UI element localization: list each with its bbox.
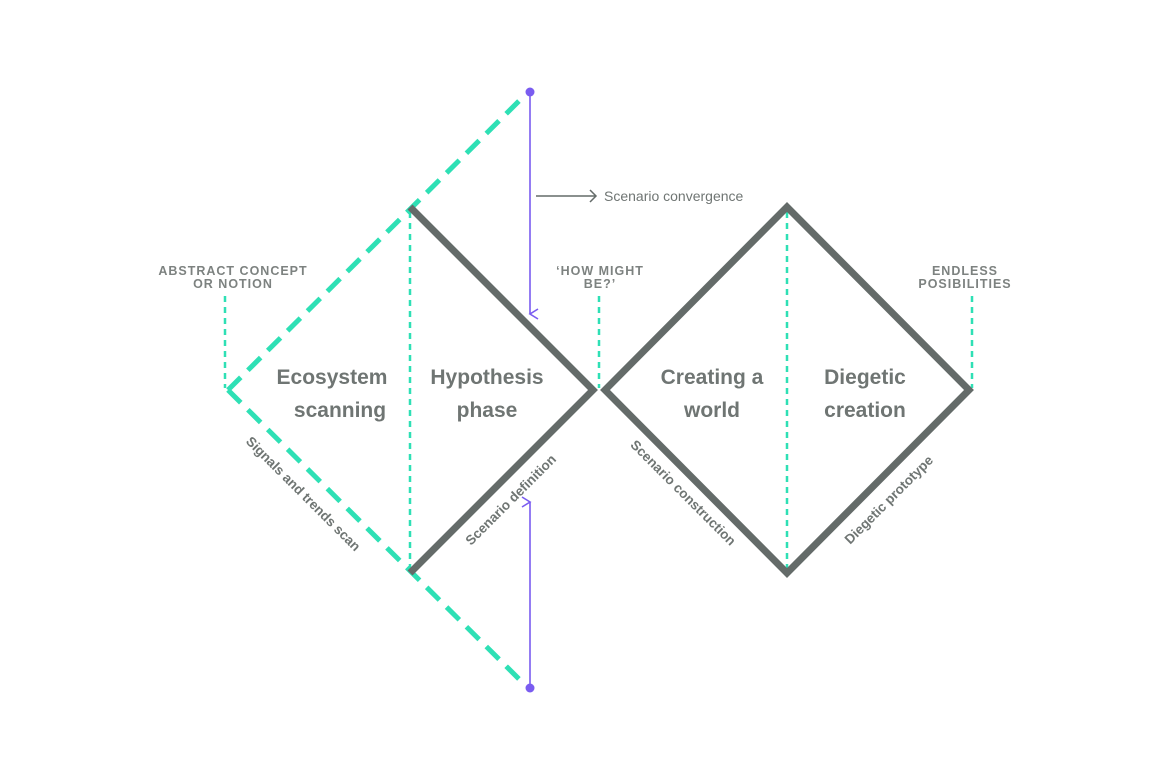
caption-endless-line2: POSIBILITIES <box>918 277 1011 291</box>
caption-endless-line1: ENDLESS <box>932 264 998 278</box>
right-diamond <box>600 202 974 578</box>
caption-how-might-line2: BE?’ <box>584 277 616 291</box>
phase-hypothesis-line2: phase <box>457 399 518 422</box>
teal-lower-dashed-line <box>226 388 522 682</box>
caption-abstract-line2: OR NOTION <box>193 277 273 291</box>
scenario-convergence-label: Scenario convergence <box>604 188 744 204</box>
caption-abstract-line1: ABSTRACT CONCEPT <box>158 264 307 278</box>
phase-creating-line1: Creating a <box>661 366 764 389</box>
signals-trends-label: Signals and trends scan <box>243 434 363 554</box>
convergence-arrow-head <box>589 189 598 203</box>
phase-hypothesis-line1: Hypothesis <box>430 366 543 389</box>
scenario-construction-label: Scenario construction <box>627 437 738 548</box>
phase-ecosystem-line2: scanning <box>294 399 386 422</box>
scenario-definition-label: Scenario definition <box>463 452 560 549</box>
phase-creating-line2: world <box>683 399 740 422</box>
phase-diegetic-line2: creation <box>824 399 906 422</box>
purple-dot-bottom <box>525 683 535 693</box>
phase-diegetic-line1: Diegetic <box>824 366 906 389</box>
caption-how-might-line1: ‘HOW MIGHT <box>556 264 644 278</box>
left-half-diamond <box>407 204 598 576</box>
teal-upper-dashed-line <box>226 98 522 392</box>
phase-ecosystem-line1: Ecosystem <box>277 366 388 389</box>
purple-dot-top <box>525 87 535 97</box>
